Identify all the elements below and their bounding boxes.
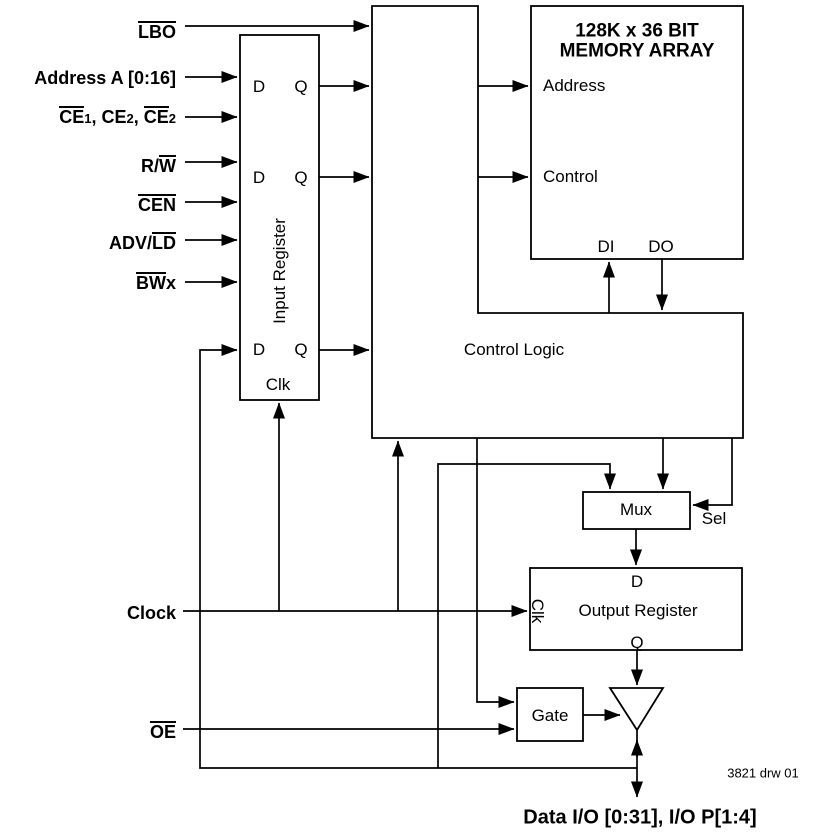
signal-label-rw: R/W xyxy=(141,155,176,176)
input-register-q3: Q xyxy=(294,340,308,359)
input-register-box xyxy=(239,34,320,401)
input-register-q2: Q xyxy=(294,168,308,187)
signal-label-ce: CE1, CE2, CE2 xyxy=(59,106,176,127)
control-logic-label: Control Logic xyxy=(463,340,565,359)
memory-array-address-port: Address xyxy=(543,76,606,95)
signal-label-lbo: LBO xyxy=(138,21,176,42)
output-register-d: D xyxy=(630,572,644,591)
memory-array-title-line2: MEMORY ARRAY xyxy=(559,40,715,62)
mux-box xyxy=(582,491,691,530)
tristate-buffer-icon xyxy=(608,687,665,732)
memory-array-do-port: DO xyxy=(648,237,674,256)
signal-label-clock: Clock xyxy=(126,603,176,623)
wire-logic-to-gate xyxy=(476,438,515,708)
gate-label: Gate xyxy=(531,706,569,725)
wire-mux-sel xyxy=(692,438,733,511)
output-register-box xyxy=(529,567,743,651)
input-register-clk: Clk xyxy=(265,375,291,394)
data-io-label: Data I/O [0:31], I/O P[1:4] xyxy=(523,806,757,829)
control-logic-box xyxy=(371,5,744,439)
signal-label-bw: BWx xyxy=(135,272,176,293)
output-register-label: Output Register xyxy=(578,601,698,620)
signal-label-cen: CEN xyxy=(137,194,176,215)
gate-box xyxy=(516,687,584,742)
output-register-q: Q xyxy=(630,633,644,652)
input-register-q1: Q xyxy=(294,77,308,96)
input-register-d2: D xyxy=(252,168,266,187)
memory-array-box xyxy=(530,5,744,260)
signal-label-oe: OE xyxy=(149,721,176,742)
drawing-number: 3821 drw 01 xyxy=(727,765,799,781)
wire-mux-input-bypass xyxy=(437,463,616,768)
input-register-d1: D xyxy=(252,77,266,96)
signal-label-address: Address A [0:16] xyxy=(34,68,176,88)
mux-sel-label: Sel xyxy=(701,509,727,528)
mux-label: Mux xyxy=(619,500,653,519)
output-register-clk: Clk xyxy=(528,598,547,624)
signal-label-advld: ADV/LD xyxy=(108,232,176,253)
memory-array-di-port: DI xyxy=(597,237,615,256)
memory-array-title-line1: 128K x 36 BIT xyxy=(575,20,699,42)
wire-io-feedback xyxy=(199,344,637,769)
input-register-d3: D xyxy=(252,340,266,359)
input-register-label: Input Register xyxy=(270,218,289,324)
memory-array-control-port: Control xyxy=(543,167,598,186)
